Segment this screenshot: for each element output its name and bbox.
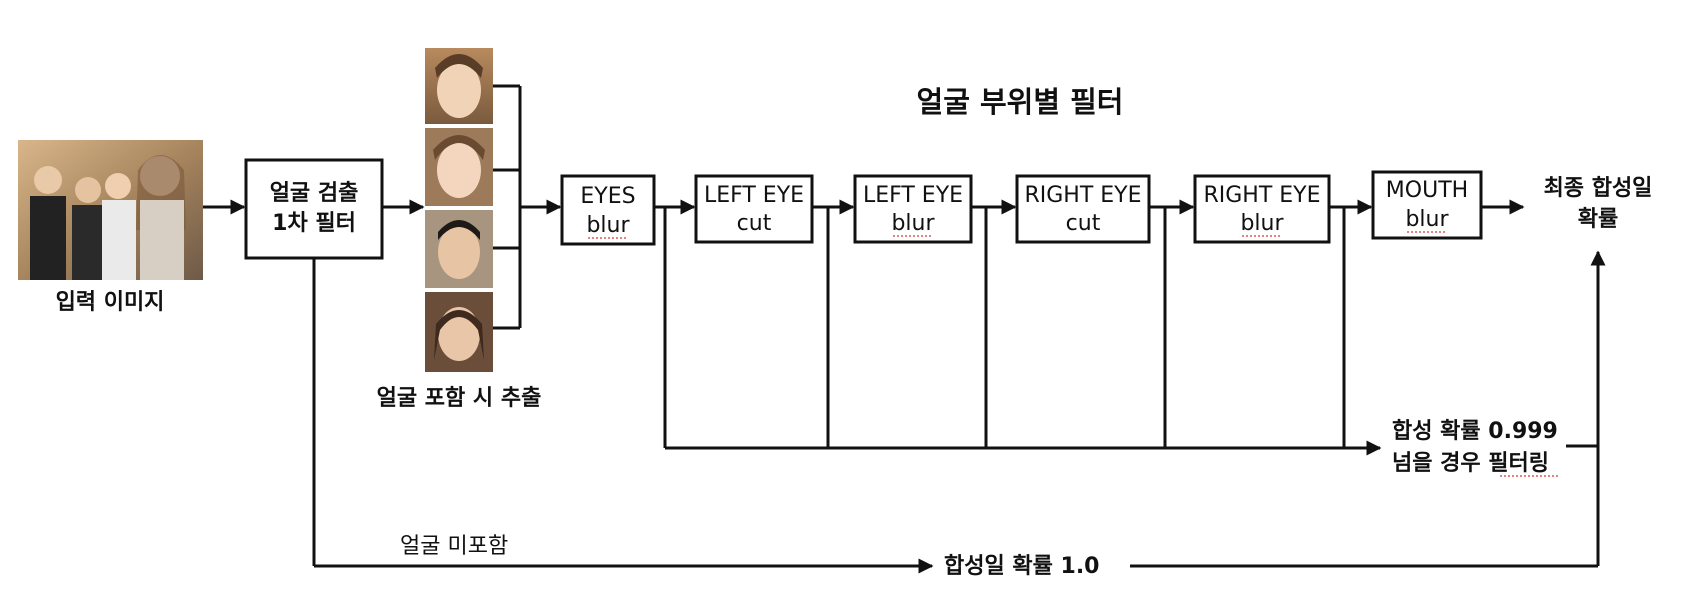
diagram-title: 얼굴 부위별 필터: [917, 85, 1124, 119]
filter-box-right-eye-cut: [1015, 174, 1151, 244]
detector-line1: 얼굴 검출: [270, 181, 359, 206]
filter-4-line2: cut: [1066, 211, 1101, 236]
filter-2-line2: cut: [737, 211, 772, 236]
face-crop-2: [425, 128, 493, 206]
threshold-line2: 넘을 경우 필터링: [1392, 451, 1549, 476]
filter-2-line1: LEFT EYE: [704, 183, 804, 208]
filter-5-line2: blur: [1240, 211, 1284, 236]
filter-6-line2: blur: [1405, 207, 1449, 232]
filter-1-line1: EYES: [580, 184, 635, 209]
no-face-result: 합성일 확률 1.0: [944, 553, 1100, 579]
filter-1-line2: blur: [586, 213, 630, 238]
filter-box-left-eye-blur: [853, 174, 973, 244]
filter-6-line1: MOUTH: [1386, 178, 1468, 203]
crops-label: 얼굴 포함 시 추출: [377, 386, 542, 411]
input-image: [18, 140, 203, 280]
filter-5-line1: RIGHT EYE: [1203, 183, 1320, 208]
threshold-line1: 합성 확률 0.999: [1392, 418, 1558, 444]
face-crop-3: [425, 210, 493, 288]
filter-box-mouth-blur: [1371, 170, 1483, 240]
detector-line2: 1차 필터: [272, 211, 356, 236]
no-face-label: 얼굴 미포함: [400, 534, 508, 559]
face-detector-box: [244, 158, 384, 260]
output-line2: 확률: [1578, 207, 1618, 232]
filter-3-line1: LEFT EYE: [863, 183, 963, 208]
face-crops: [425, 48, 493, 372]
filter-3-line2: blur: [891, 211, 935, 236]
face-crop-1: [425, 48, 493, 124]
filter-box-left-eye-cut: [694, 174, 814, 244]
face-crop-4: [425, 292, 493, 372]
filter-box-right-eye-blur: [1193, 174, 1331, 244]
filter-box-eyes-blur: [560, 174, 656, 246]
output-line1: 최종 합성일: [1544, 175, 1653, 201]
filter-4-line1: RIGHT EYE: [1024, 183, 1141, 208]
input-image-label: 입력 이미지: [56, 290, 165, 315]
